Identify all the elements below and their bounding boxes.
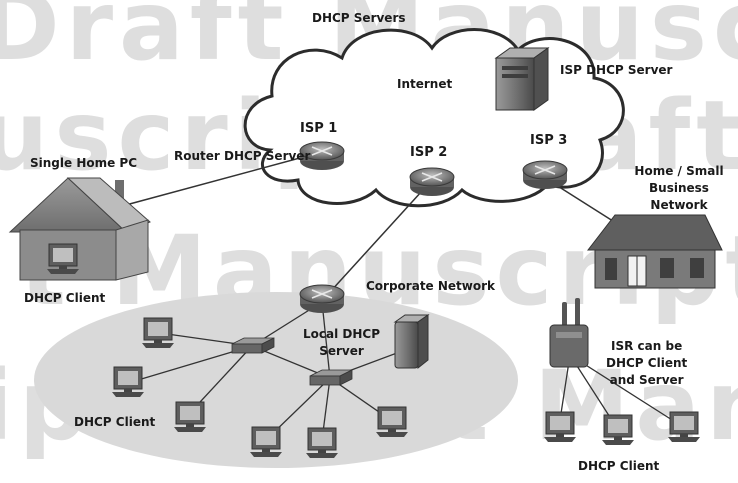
lan-pc-6-icon [375,406,409,438]
internet-label: Internet [397,77,453,91]
corporate-network-label: Corporate Network [366,279,496,293]
home-house-icon [8,177,151,281]
lan-dhcp-client-label: DHCP Client [74,415,156,429]
isr-router-icon [549,298,589,368]
dhcp-servers-label: DHCP Servers [312,11,406,25]
home-dhcp-client-label: DHCP Client [24,291,106,305]
business-house-icon [586,214,723,289]
local-dhcp-server-label: Local DHCP Server [303,327,380,358]
lan-pc-2-icon [111,366,145,398]
isp2-router-icon [409,167,455,197]
link-isp1-home [99,151,323,213]
isr-pc-3-icon [667,411,701,443]
lan-pc-3-icon [173,401,207,433]
home-pc-icon [46,243,80,275]
isp2-label: ISP 2 [410,145,448,160]
isp3-label: ISP 3 [530,133,568,148]
lan-pc-4-icon [249,426,283,458]
single-home-pc-label: Single Home PC [30,156,138,170]
link-isp2-corporate [329,179,433,293]
corporate-router-icon [299,284,345,314]
isp1-label: ISP 1 [300,121,338,136]
lan-pc-1-icon [141,317,175,349]
isp-dhcp-server-label: ISP DHCP Server [560,63,673,77]
local-dhcp-server-icon [393,314,430,370]
isr-pc-2-icon [601,414,635,446]
isr-pc-1-icon [543,411,577,443]
home-small-business-label: Home / Small Business Network [634,164,724,212]
router-dhcp-server-label: Router DHCP Server [174,149,311,163]
lan-pc-5-icon [305,427,339,459]
isr-note-label: ISR can be DHCP Client and Server [606,339,688,387]
isr-dhcp-client-label: DHCP Client [578,459,660,473]
isp3-router-icon [522,160,568,190]
isp-dhcp-server-icon [494,47,550,111]
